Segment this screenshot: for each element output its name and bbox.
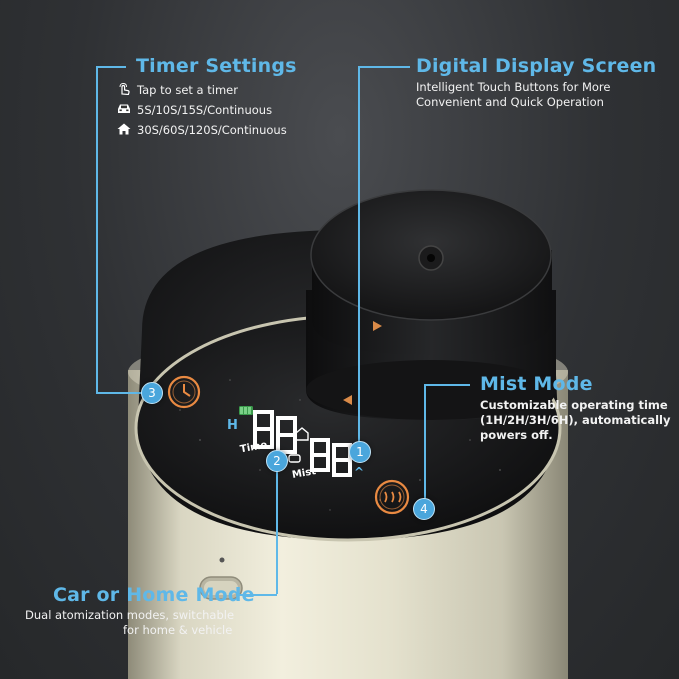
timer-button bbox=[167, 375, 201, 409]
mode-title: Car or Home Mode bbox=[53, 584, 255, 606]
timer-line-bottom bbox=[96, 392, 142, 394]
mist-button bbox=[374, 479, 410, 515]
timer-line-vertical bbox=[96, 66, 98, 393]
led-display bbox=[239, 406, 253, 415]
mode-desc-line2: for home & vehicle bbox=[123, 623, 233, 637]
car-icon bbox=[118, 104, 130, 113]
timer-tap-row: Tap to set a timer bbox=[117, 83, 238, 98]
level-indicator: ^ bbox=[354, 465, 365, 479]
display-badge: 1 bbox=[349, 441, 371, 463]
tap-icon bbox=[119, 83, 130, 95]
timer-badge: 3 bbox=[141, 382, 163, 404]
timer-car-row: 5S/10S/15S/Continuous bbox=[117, 103, 272, 118]
timer-home-text: 30S/60S/120S/Continuous bbox=[137, 123, 287, 137]
digits-right bbox=[310, 438, 352, 477]
timer-home-row: 30S/60S/120S/Continuous bbox=[117, 123, 287, 138]
digits-left bbox=[253, 410, 297, 454]
mode-desc-line1: Dual atomization modes, switchable bbox=[25, 608, 235, 622]
mode-line-bottom bbox=[236, 594, 277, 596]
mist-desc-line2: (1H/2H/3H/6H), automatically bbox=[480, 413, 671, 427]
car-mode-icon bbox=[288, 454, 301, 463]
mode-badge: 2 bbox=[266, 450, 288, 472]
mode-switch bbox=[199, 557, 243, 600]
mist-badge: 4 bbox=[413, 498, 435, 520]
timer-title: Timer Settings bbox=[136, 55, 297, 77]
hour-indicator: H bbox=[227, 418, 238, 433]
display-desc-line2: Convenient and Quick Operation bbox=[416, 95, 604, 109]
mist-desc-line3: powers off. bbox=[480, 428, 553, 442]
display-line-top bbox=[358, 66, 410, 68]
home-mode-icon bbox=[295, 427, 309, 441]
timer-tap-text: Tap to set a timer bbox=[137, 83, 238, 97]
timer-car-text: 5S/10S/15S/Continuous bbox=[137, 103, 273, 117]
display-line-vertical bbox=[358, 66, 360, 443]
mist-desc-line1: Customizable operating time bbox=[480, 398, 668, 412]
mode-line-vertical bbox=[276, 462, 278, 594]
home-icon bbox=[117, 123, 131, 135]
timer-line-top bbox=[96, 66, 126, 68]
mist-line-top bbox=[424, 384, 470, 386]
display-desc-line1: Intelligent Touch Buttons for More bbox=[416, 80, 611, 94]
display-title: Digital Display Screen bbox=[416, 55, 657, 77]
mist-title: Mist Mode bbox=[480, 373, 593, 395]
mist-line-vertical bbox=[424, 384, 426, 500]
